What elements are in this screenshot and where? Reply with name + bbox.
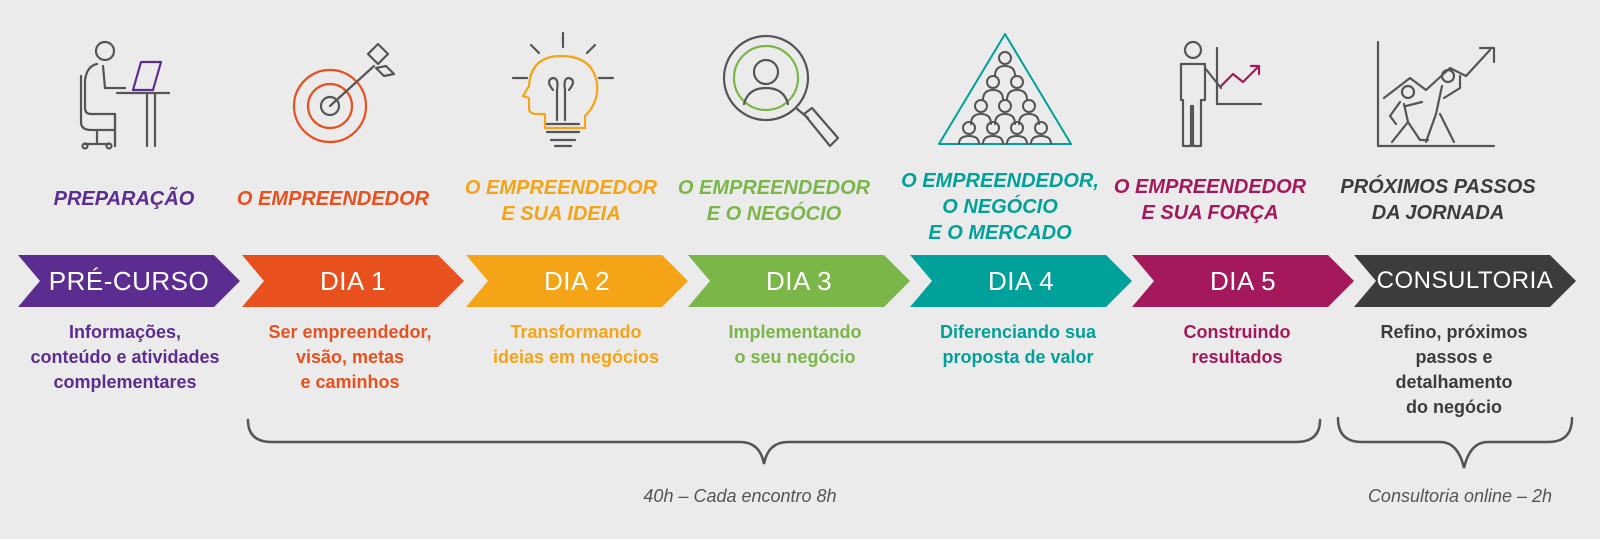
stage-description-preparacao: Informações, conteúdo e atividades compl… [30, 322, 220, 392]
stage-arrow-dia4: DIA 4 [910, 255, 1132, 307]
stage-heading-dia1: O EMPREENDEDOR [236, 188, 430, 210]
stage-arrow-label: CONSULTORIA [1376, 267, 1554, 294]
stage-heading-preparacao: PREPARAÇÃO [53, 188, 195, 210]
stage-arrow-dia5: DIA 5 [1132, 255, 1354, 307]
stage-heading-dia2: O EMPREENDEDOR E SUA IDEIA [464, 177, 658, 225]
course-brace [246, 418, 1322, 465]
stage-arrow-label: PRÉ-CURSO [48, 266, 210, 296]
magnifier-person-icon [716, 28, 856, 158]
consulting-duration-note: Consultoria online – 2h [1367, 486, 1553, 506]
people-pyramid-icon [935, 28, 1075, 158]
stage-arrow-label: DIA 4 [987, 266, 1055, 296]
presenter-growth-chart-icon [1165, 28, 1305, 158]
stage-heading-dia4: O EMPREENDEDOR, O NEGÓCIO E O MERCADO [901, 170, 1099, 244]
stage-description-dia4: Diferenciando sua proposta de valor [939, 322, 1097, 367]
stage-description-dia1: Ser empreendedor, visão, metas e caminho… [268, 322, 432, 392]
target-with-arrow-icon [268, 28, 408, 158]
stage-heading-dia3: O EMPREENDEDOR E O NEGÓCIO [677, 177, 871, 225]
consulting-brace [1336, 416, 1574, 469]
stage-arrow-dia3: DIA 3 [688, 255, 910, 307]
stage-arrow-consultoria: CONSULTORIA [1354, 255, 1576, 307]
course-duration-note: 40h – Cada encontro 8h [643, 486, 837, 506]
stage-arrow-label: DIA 3 [765, 266, 833, 296]
stage-arrow-dia1: DIA 1 [242, 255, 464, 307]
stage-description-consultoria: Refino, próximos passos e detalhamento d… [1380, 322, 1528, 417]
stage-arrow-label: DIA 5 [1209, 266, 1277, 296]
stage-arrow-label: DIA 2 [543, 266, 611, 296]
stage-arrow-pre-curso: PRÉ-CURSO [18, 255, 240, 307]
stage-description-dia2: Transformando ideias em negócios [492, 322, 660, 367]
stage-heading-consultoria: PRÓXIMOS PASSOS DA JORNADA [1340, 176, 1536, 224]
stage-arrow-dia2: DIA 2 [466, 255, 688, 307]
lightbulb-head-icon [493, 28, 633, 158]
stage-arrow-label: DIA 1 [319, 266, 387, 296]
stage-heading-dia5: O EMPREENDEDOR E SUA FORÇA [1113, 176, 1307, 224]
stage-description-dia3: Implementando o seu negócio [728, 322, 862, 367]
stage-description-dia5: Construindo resultados [1183, 322, 1291, 367]
person-at-laptop-icon [55, 28, 195, 158]
climbing-growth-chart-icon [1370, 28, 1510, 158]
